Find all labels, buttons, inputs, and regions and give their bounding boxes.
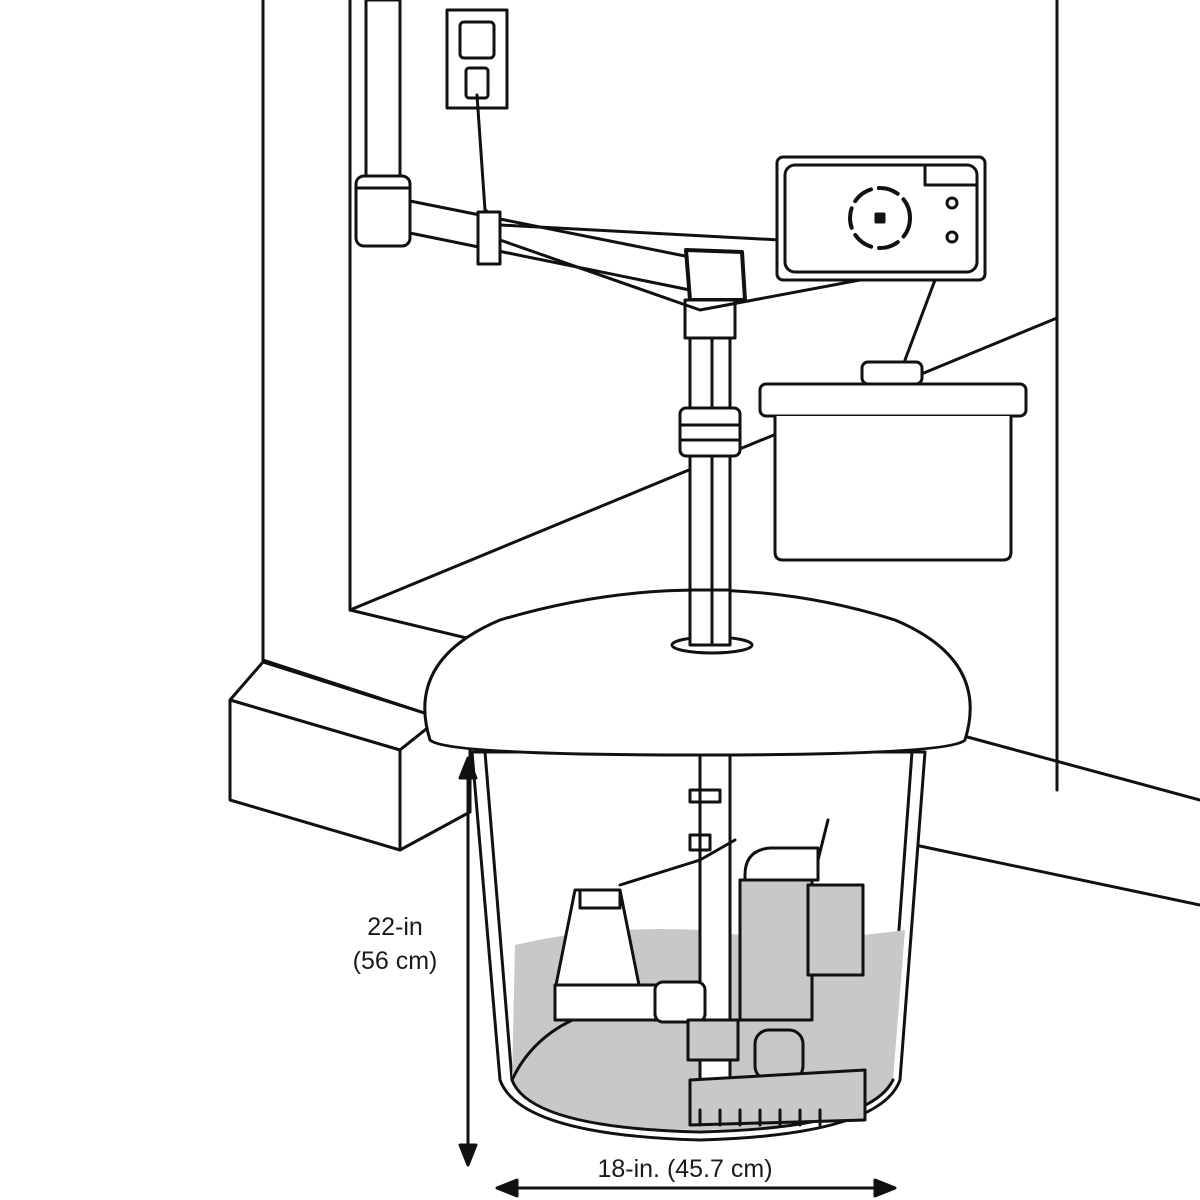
width-dimension-arrow (495, 1178, 897, 1198)
pumps (553, 753, 867, 1127)
height-label: 22-in (56 cm) (330, 910, 460, 978)
discharge-pipe (354, 0, 937, 648)
height-dimension-arrow (458, 756, 478, 1167)
backup-battery (758, 360, 1028, 562)
width-label: 18-in. (45.7 cm) (597, 1155, 773, 1183)
floor-step-block (228, 660, 472, 852)
alarm-controller (775, 155, 987, 282)
height-inches: 22-in (367, 913, 423, 941)
wall-outlet (445, 8, 509, 217)
height-centimeters: (56 cm) (352, 947, 438, 975)
basin-lid (423, 588, 972, 757)
